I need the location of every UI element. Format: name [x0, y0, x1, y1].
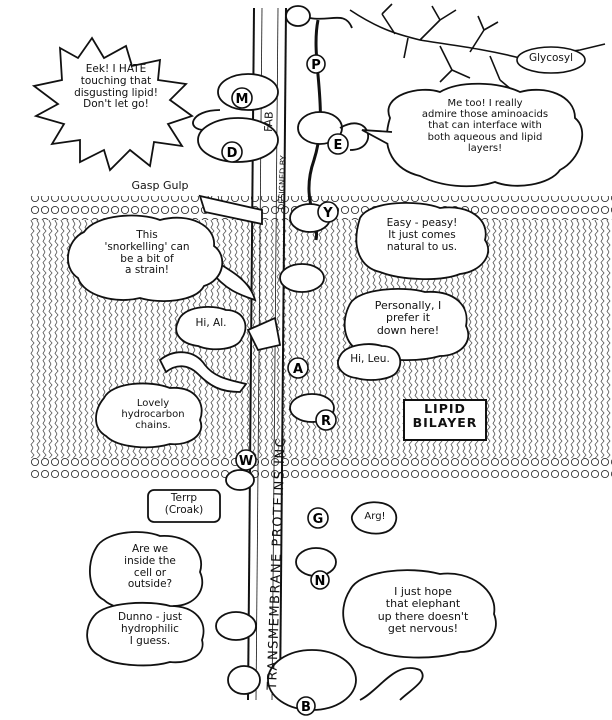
badge-letter-w: W — [239, 454, 253, 469]
rope-designed-by: DESIGNED BY — [277, 155, 288, 210]
pelican — [246, 316, 282, 352]
arg-bubble — [350, 501, 398, 535]
monkey-head — [285, 5, 311, 27]
glycosyl-tree — [349, 3, 606, 91]
fish — [279, 263, 325, 293]
glycosyl-label: Glycosyl — [528, 52, 574, 64]
badge-letter-n: N — [315, 574, 326, 589]
hi-al-text: Hi, Al. — [195, 317, 227, 329]
metoo-text: Me too! I really admire those aminoacids… — [421, 98, 549, 154]
badge-letter-m: M — [236, 92, 249, 107]
inside-text: Are we inside the cell or outside? — [124, 543, 176, 591]
badge-letter-a: A — [293, 362, 303, 377]
badge-letter-b: B — [301, 700, 311, 715]
badge-letter-d: D — [227, 146, 238, 161]
badge-letter-e: E — [334, 138, 343, 153]
eek-text: Eek! I HATE touching that disgusting lip… — [74, 63, 158, 111]
glycosyl-oval — [516, 46, 586, 74]
frog — [225, 469, 255, 491]
crocodile — [198, 194, 263, 226]
easy-text: Easy - peasy! It just comes natural to u… — [386, 217, 458, 253]
badge-letter-p: P — [311, 58, 321, 73]
terrp-text: Terrp (Croak) — [164, 492, 204, 516]
metoo-bubble — [385, 82, 584, 188]
hi-al-bubble — [175, 306, 247, 351]
dunno-bubble — [86, 601, 205, 667]
lipid-bilayer-label: LIPID BILAYER — [412, 401, 478, 430]
arg-text: Arg! — [364, 511, 386, 522]
rodent — [215, 611, 257, 641]
lipid-bilayer-box — [403, 399, 487, 441]
outer-lipid-heads — [30, 196, 612, 210]
gasp-text: Gasp Gulp — [131, 179, 189, 192]
badge-letter-y: Y — [322, 206, 333, 221]
inside-bubble — [89, 531, 204, 612]
rope-designer: FAB — [262, 111, 276, 132]
snorkel-text: This 'snorkelling' can be a bit of a str… — [104, 229, 190, 277]
hope-text: I just hope that elephant up there doesn… — [377, 585, 469, 635]
dunno-text: Dunno - just hydrophilic I guess. — [117, 611, 183, 647]
prefer-text: Personally, I prefer it down here! — [374, 299, 442, 337]
ball — [227, 665, 261, 695]
eek-bubble — [31, 36, 194, 172]
speech-bubbles — [31, 36, 584, 667]
possum-body — [197, 117, 279, 163]
hi-leu-bubble — [337, 343, 402, 381]
snake — [158, 351, 248, 393]
badge-letter-g: G — [313, 512, 324, 527]
hope-bubble — [342, 569, 497, 659]
lovely-bubble — [95, 382, 203, 449]
badge-letter-r: R — [321, 414, 331, 429]
inner-lipid-heads — [30, 456, 612, 468]
snorkel-bubble — [67, 214, 224, 303]
easy-bubble — [355, 201, 490, 280]
lovely-text: Lovely hydrocarbon chains. — [121, 398, 185, 432]
hi-leu-text: Hi, Leu. — [350, 353, 390, 365]
badge-letters: M P D E Y A R W G N B — [221, 54, 349, 716]
lipid-bilayer — [30, 196, 612, 480]
inner-lipid-heads-2 — [30, 466, 612, 480]
terrp-box — [147, 489, 221, 523]
